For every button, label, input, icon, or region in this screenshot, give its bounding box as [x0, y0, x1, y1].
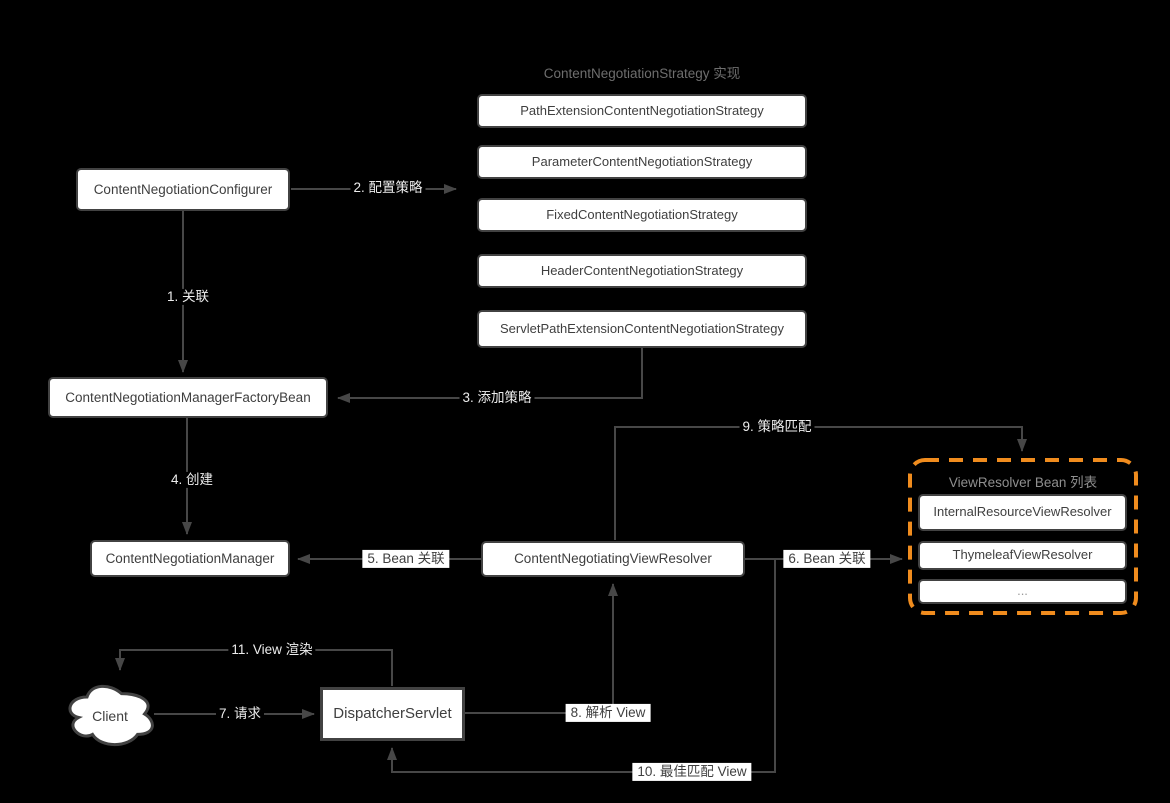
edge-label-10: 10. 最佳匹配 View [632, 762, 752, 782]
viewresolver-list-title: ViewResolver Bean 列表 [948, 475, 1098, 490]
node-dispatcher-servlet: DispatcherServlet [320, 687, 465, 741]
node-content-negotiating-view-resolver: ContentNegotiatingViewResolver [481, 541, 745, 577]
resolver-item-internal-resource: InternalResourceViewResolver [918, 494, 1127, 531]
strategy-box-parameter: ParameterContentNegotiationStrategy [477, 145, 807, 179]
strategy-box-servlet-path-extension: ServletPathExtensionContentNegotiationSt… [477, 310, 807, 348]
viewresolver-list-container [908, 458, 1138, 615]
resolver-item-ellipsis: ... [918, 579, 1127, 604]
edge-8-resolve-view [465, 583, 618, 714]
strategy-group-title: ContentNegotiationStrategy 实现 [543, 66, 741, 81]
edge-9-strategy-match [614, 426, 1027, 540]
strategy-box-header: HeaderContentNegotiationStrategy [477, 254, 807, 288]
edge-label-4: 4. 创建 [167, 471, 217, 489]
edge-label-2: 2. 配置策略 [350, 179, 426, 197]
edge-10-best-match-view [387, 560, 776, 773]
edge-label-8: 8. 解析 View [565, 703, 651, 723]
resolver-item-thymeleaf: ThymeleafViewResolver [918, 541, 1127, 570]
edge-3-add-strategy [337, 346, 643, 403]
edge-label-11: 11. View 渲染 [228, 641, 316, 659]
edge-label-9: 9. 策略匹配 [739, 418, 815, 436]
client-cloud-shape [68, 684, 154, 747]
node-content-negotiation-manager-factory-bean: ContentNegotiationManagerFactoryBean [48, 377, 328, 418]
node-content-negotiation-configurer: ContentNegotiationConfigurer [76, 168, 290, 211]
strategy-box-path-extension: PathExtensionContentNegotiationStrategy [477, 94, 807, 128]
strategy-box-fixed: FixedContentNegotiationStrategy [477, 198, 807, 232]
edge-label-7: 7. 请求 [215, 705, 265, 723]
client-cloud-label: Client [92, 708, 128, 724]
edge-label-6: 6. Bean 关联 [783, 549, 871, 569]
edge-label-3: 3. 添加策略 [459, 389, 535, 407]
edge-label-1: 1. 关联 [163, 288, 213, 306]
node-content-negotiation-manager: ContentNegotiationManager [90, 540, 290, 577]
edge-label-5: 5. Bean 关联 [362, 549, 450, 569]
